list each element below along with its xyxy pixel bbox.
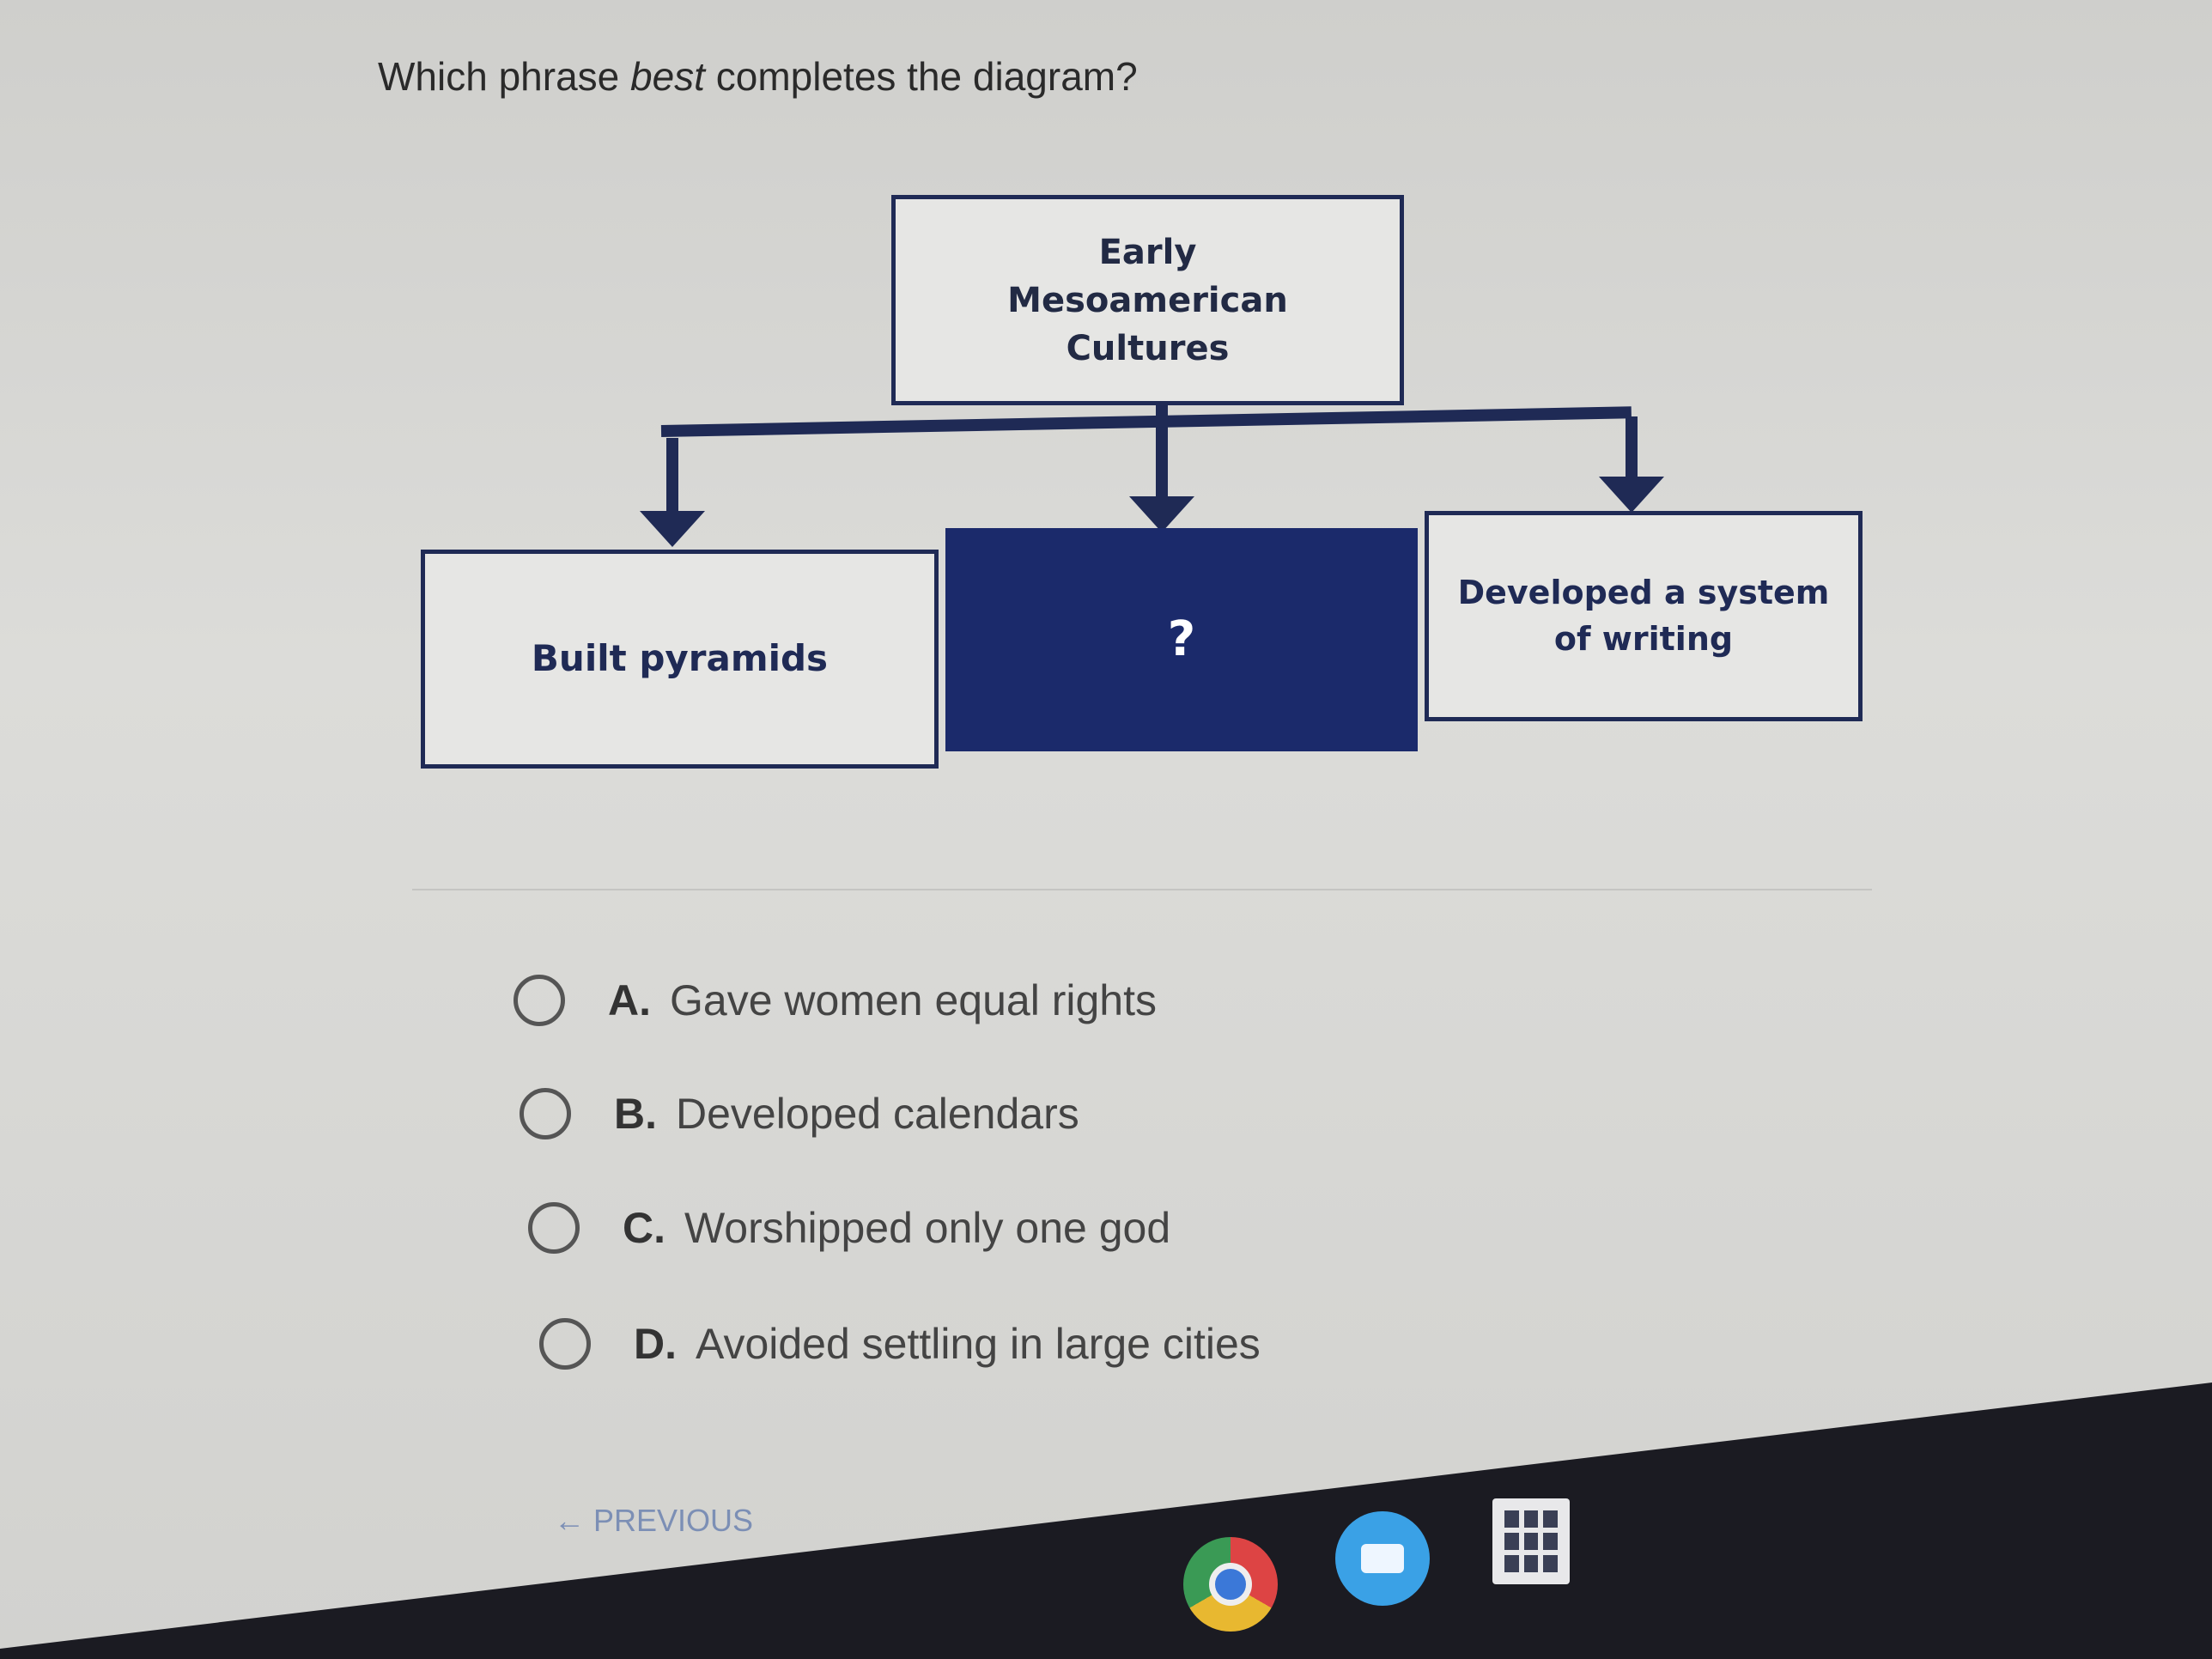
arrow-down-icon: [1599, 477, 1664, 513]
option-b[interactable]: B. Developed calendars: [520, 1088, 1079, 1139]
option-letter: B.: [614, 1090, 657, 1138]
previous-label: PREVIOUS: [593, 1503, 754, 1538]
option-letter: C.: [623, 1204, 665, 1252]
connector-left: [666, 438, 678, 511]
connector-right: [1626, 416, 1638, 477]
option-text: Developed calendars: [676, 1090, 1079, 1138]
connector-horizontal: [660, 406, 1632, 437]
option-text: Gave women equal rights: [670, 976, 1157, 1024]
option-letter: A.: [608, 976, 651, 1024]
option-a[interactable]: A. Gave women equal rights: [514, 975, 1157, 1026]
option-c[interactable]: C. Worshipped only one god: [528, 1202, 1170, 1254]
option-letter: D.: [634, 1320, 677, 1368]
connector-vertical: [1156, 404, 1168, 502]
chrome-icon[interactable]: [1183, 1537, 1278, 1632]
radio-button[interactable]: [528, 1202, 580, 1254]
option-text: Worshipped only one god: [684, 1204, 1171, 1252]
question-prefix: Which phrase: [378, 54, 631, 99]
diagram-box-left: Built pyramids: [421, 550, 939, 769]
arrow-down-icon: [640, 511, 705, 547]
option-d[interactable]: D. Avoided settling in large cities: [539, 1318, 1261, 1370]
radio-button[interactable]: [520, 1088, 571, 1139]
question-suffix: completes the diagram?: [704, 54, 1138, 99]
radio-button[interactable]: [539, 1318, 591, 1370]
zoom-app-icon[interactable]: [1335, 1511, 1430, 1606]
arrow-down-icon: [1129, 496, 1194, 532]
question-text: Which phrase best completes the diagram?: [378, 53, 1138, 100]
divider: [412, 889, 1872, 890]
option-text: Avoided settling in large cities: [696, 1320, 1261, 1368]
diagram-top-box: Early Mesoamerican Cultures: [891, 195, 1404, 405]
radio-button[interactable]: [514, 975, 565, 1026]
diagram-box-right: Developed a system of writing: [1425, 511, 1863, 721]
arrow-left-icon: ←: [554, 1503, 585, 1538]
app-grid-icon[interactable]: [1492, 1498, 1570, 1584]
diagram-box-unknown: ?: [945, 528, 1418, 751]
previous-button[interactable]: ← PREVIOUS: [554, 1503, 753, 1539]
question-emphasis: best: [630, 54, 705, 99]
